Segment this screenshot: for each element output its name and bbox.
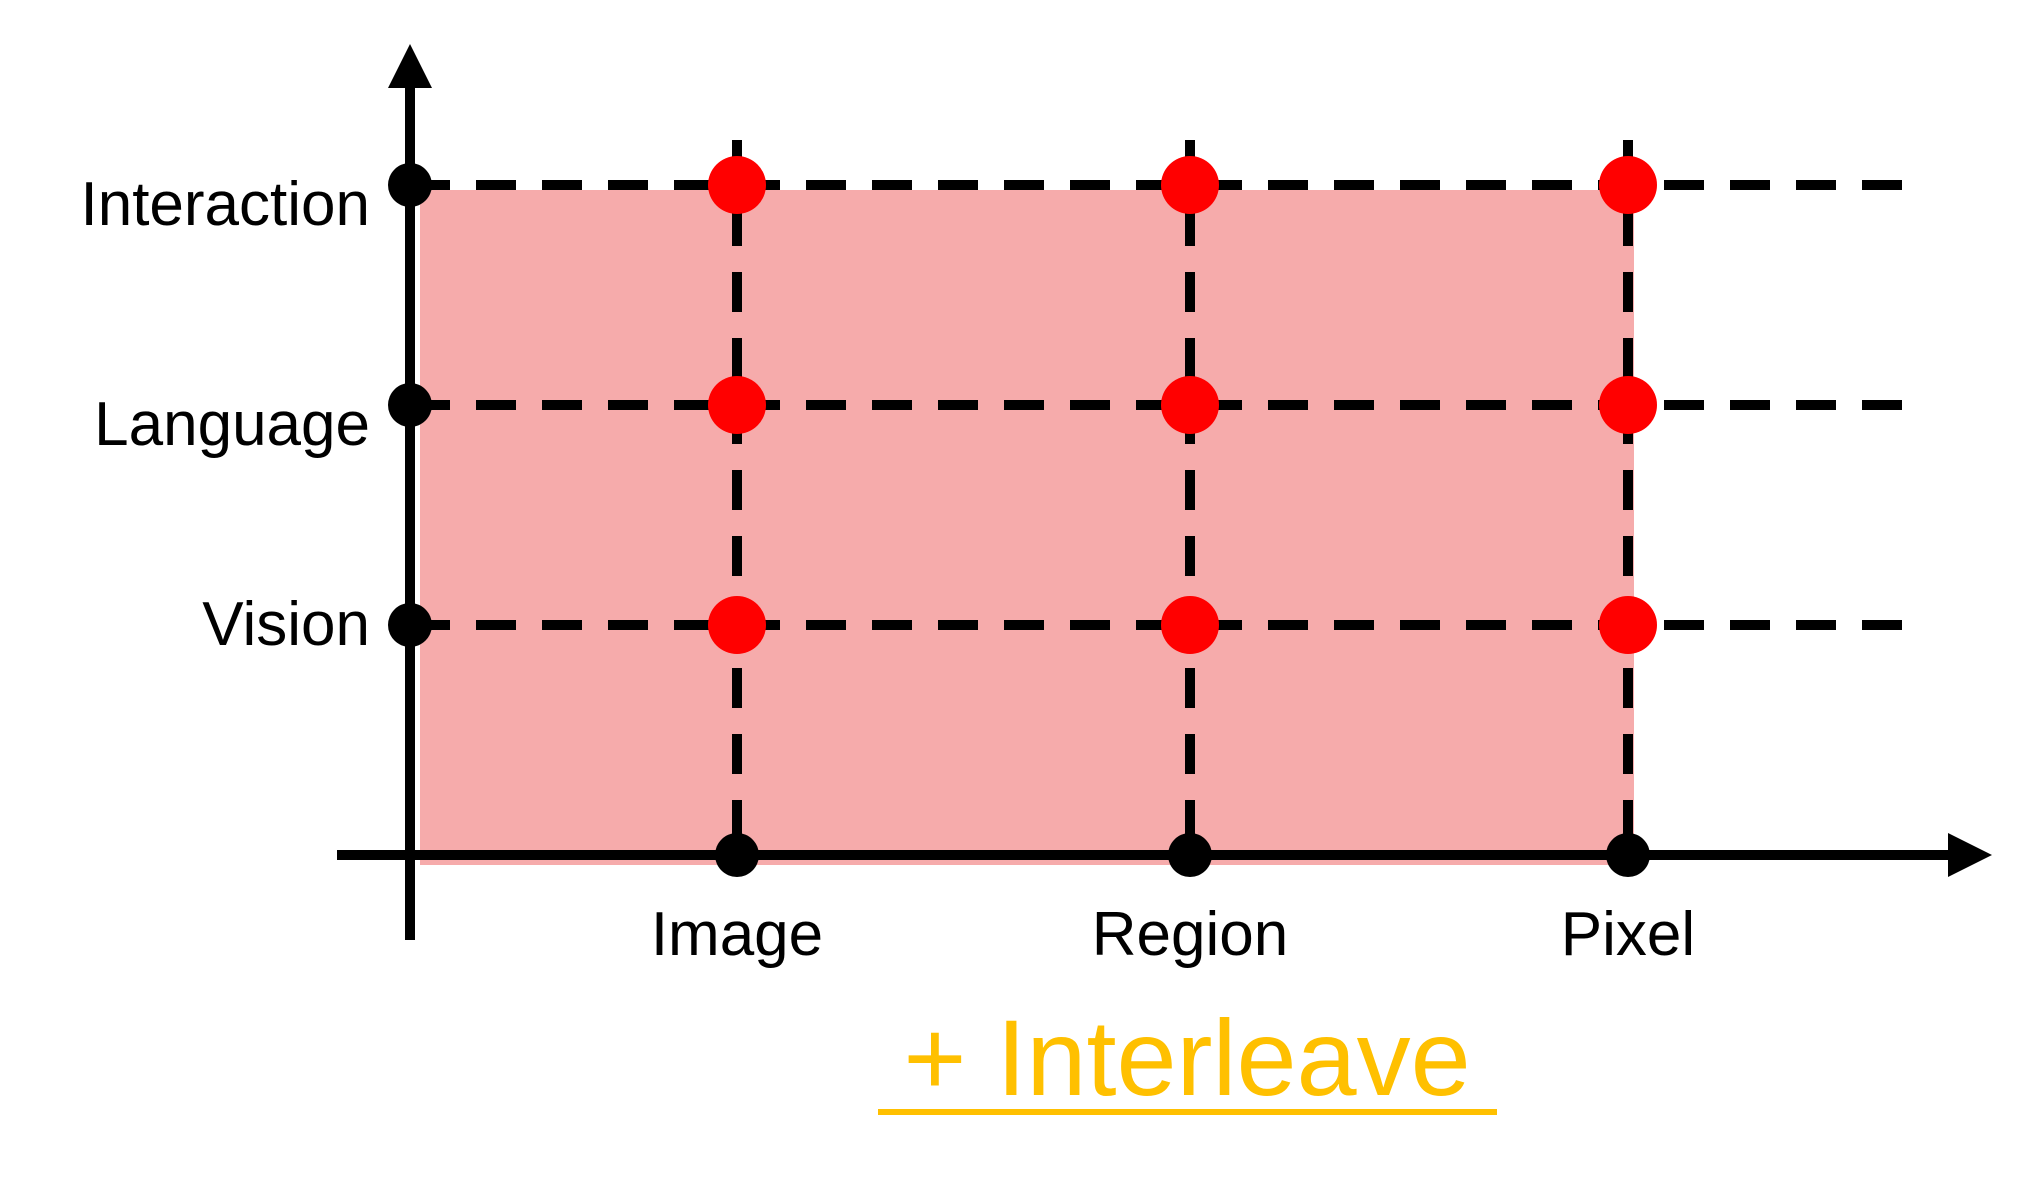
coverage-area: [420, 190, 1634, 865]
y-label-language: Language: [94, 390, 370, 459]
y-tick-dot-language: [388, 383, 432, 427]
x-tick-dot-pixel: [1606, 833, 1650, 877]
x-label-pixel: Pixel: [1561, 900, 1695, 969]
x-tick-dot-region: [1168, 833, 1212, 877]
x-label-image: Image: [651, 900, 823, 969]
point-region-interaction: [1161, 156, 1219, 214]
y-tick-dot-interaction: [388, 163, 432, 207]
point-pixel-vision: [1599, 596, 1657, 654]
dashed-grid: [410, 140, 1910, 855]
y-label-vision: Vision: [202, 590, 370, 659]
point-pixel-interaction: [1599, 156, 1657, 214]
point-region-language: [1161, 376, 1219, 434]
x-axis-labels: Image Region Pixel: [651, 900, 1695, 969]
y-tick-dot-vision: [388, 603, 432, 647]
x-label-region: Region: [1092, 900, 1288, 969]
axis-tick-dots: [388, 163, 1650, 877]
point-image-vision: [708, 596, 766, 654]
x-axis-arrowhead: [1948, 833, 1992, 877]
point-region-vision: [1161, 596, 1219, 654]
capability-points: [708, 156, 1657, 654]
axes: [337, 44, 1992, 940]
y-label-interaction: Interaction: [80, 170, 370, 239]
y-axis-arrowhead: [388, 44, 432, 88]
interleave-caption: + Interleave: [903, 997, 1470, 1118]
point-image-interaction: [708, 156, 766, 214]
y-axis-labels: Interaction Language Vision: [80, 170, 370, 659]
x-tick-dot-image: [715, 833, 759, 877]
point-pixel-language: [1599, 376, 1657, 434]
point-image-language: [708, 376, 766, 434]
